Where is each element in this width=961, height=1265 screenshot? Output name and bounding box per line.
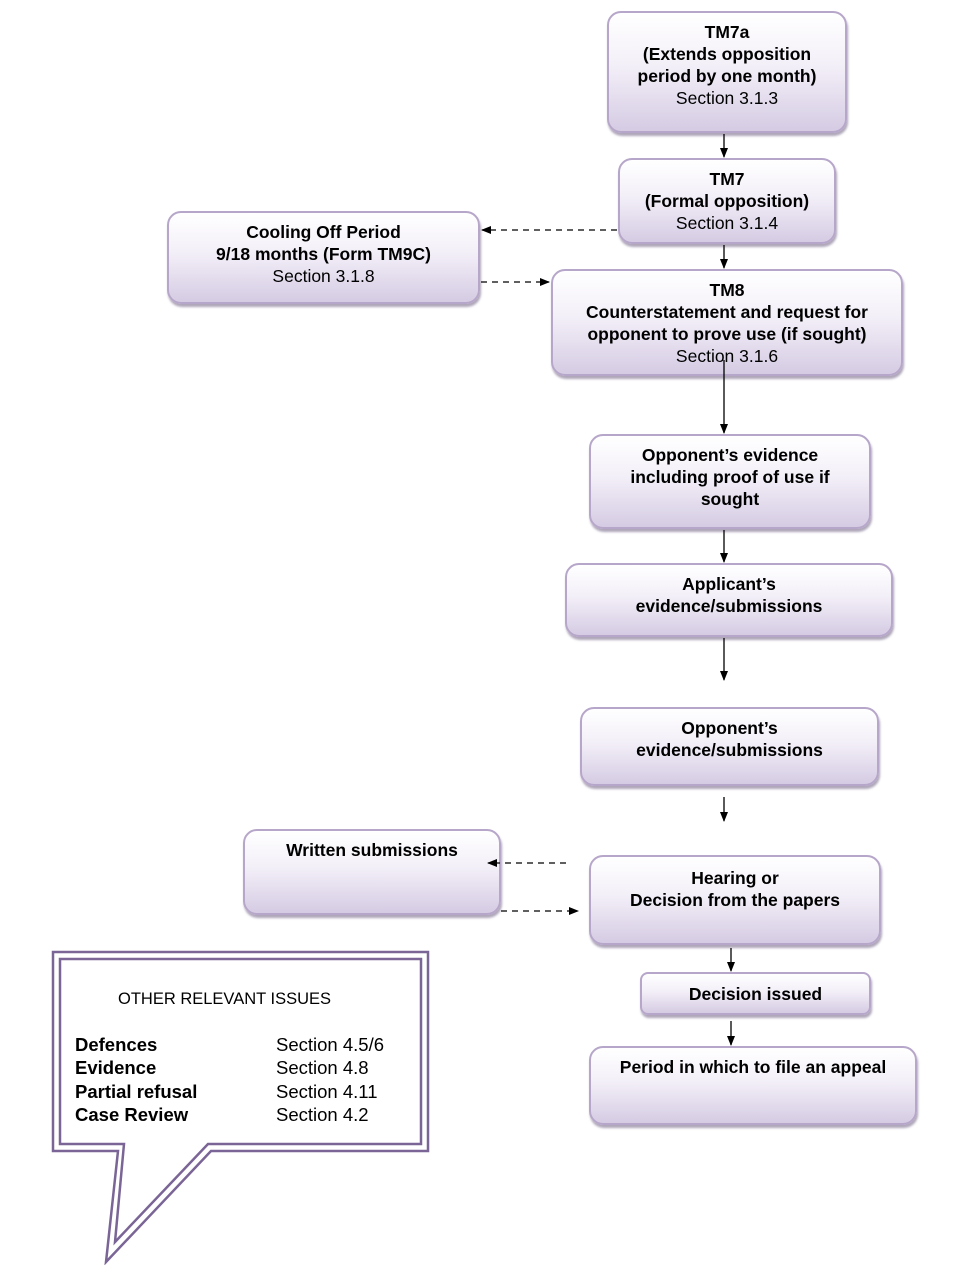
step-opp-submissions-line1: Opponent’s	[681, 718, 778, 738]
step-tm8-line3: opponent to prove use (if sought)	[587, 324, 867, 344]
step-decision-line1: Decision issued	[688, 984, 823, 1004]
step-cooling-section: Section 3.1.8	[272, 266, 375, 286]
issue-section: Section 4.11	[276, 1081, 378, 1102]
issue-row-defences: Defences Section 4.5/6	[75, 1034, 384, 1056]
step-tm8-line2: Counterstatement and request for	[586, 302, 868, 322]
other-issues-title: OTHER RELEVANT ISSUES	[118, 990, 332, 1008]
step-tm8-section: Section 3.1.6	[675, 346, 779, 366]
issue-section: Section 4.2	[276, 1104, 369, 1125]
step-applicant-evidence: Applicant’s evidence/submissions	[565, 563, 893, 637]
issue-name: Partial refusal	[75, 1081, 198, 1102]
step-tm7a-line2: (Extends opposition	[642, 44, 812, 64]
step-written-submissions: Written submissions	[243, 829, 501, 915]
step-cooling-line2: 9/18 months (Form TM9C)	[216, 244, 431, 264]
issue-name: Defences	[75, 1034, 158, 1055]
step-cooling-off: Cooling Off Period 9/18 months (Form TM9…	[167, 211, 480, 304]
step-tm7a-section: Section 3.1.3	[675, 88, 779, 108]
step-cooling-title: Cooling Off Period	[246, 222, 401, 242]
issue-name: Case Review	[75, 1104, 189, 1125]
other-issues-callout	[51, 950, 430, 1265]
step-tm8: TM8 Counterstatement and request for opp…	[551, 269, 903, 376]
step-hearing-line2: Decision from the papers	[629, 890, 841, 910]
step-decision-issued: Decision issued	[640, 972, 871, 1015]
step-tm7-title: TM7	[709, 169, 745, 189]
step-tm7-line2: (Formal opposition)	[644, 191, 810, 211]
step-tm7a: TM7a (Extends opposition period by one m…	[607, 11, 847, 133]
step-written-line1: Written submissions	[286, 840, 458, 860]
step-opp-evidence-line1: Opponent’s evidence	[641, 445, 819, 465]
step-tm7a-line3: period by one month)	[637, 66, 817, 86]
step-appeal-period: Period in which to file an appeal	[589, 1046, 917, 1125]
step-tm7: TM7 (Formal opposition) Section 3.1.4	[618, 158, 836, 244]
step-appeal-line1: Period in which to file an appeal	[619, 1057, 887, 1077]
step-tm7-section: Section 3.1.4	[675, 213, 779, 233]
issue-name: Evidence	[75, 1057, 157, 1078]
issue-section: Section 4.8	[276, 1057, 369, 1078]
step-opponent-submissions: Opponent’s evidence/submissions	[580, 707, 879, 786]
step-tm8-title: TM8	[709, 280, 745, 300]
issue-row-partial-refusal: Partial refusal Section 4.11	[75, 1081, 377, 1103]
issue-row-evidence: Evidence Section 4.8	[75, 1057, 369, 1079]
step-opponent-evidence: Opponent’s evidence including proof of u…	[589, 434, 871, 529]
step-opp-evidence-line2: including proof of use if	[630, 467, 830, 487]
step-hearing: Hearing or Decision from the papers	[589, 855, 881, 945]
step-tm7a-title: TM7a	[704, 22, 750, 42]
step-opp-submissions-line2: evidence/submissions	[636, 740, 823, 760]
step-hearing-line1: Hearing or	[691, 868, 779, 888]
step-app-evidence-line1: Applicant’s	[682, 574, 776, 594]
issue-section: Section 4.5/6	[276, 1034, 384, 1055]
issue-row-case-review: Case Review Section 4.2	[75, 1104, 369, 1126]
step-app-evidence-line2: evidence/submissions	[635, 596, 823, 616]
step-opp-evidence-line3: sought	[700, 489, 760, 509]
